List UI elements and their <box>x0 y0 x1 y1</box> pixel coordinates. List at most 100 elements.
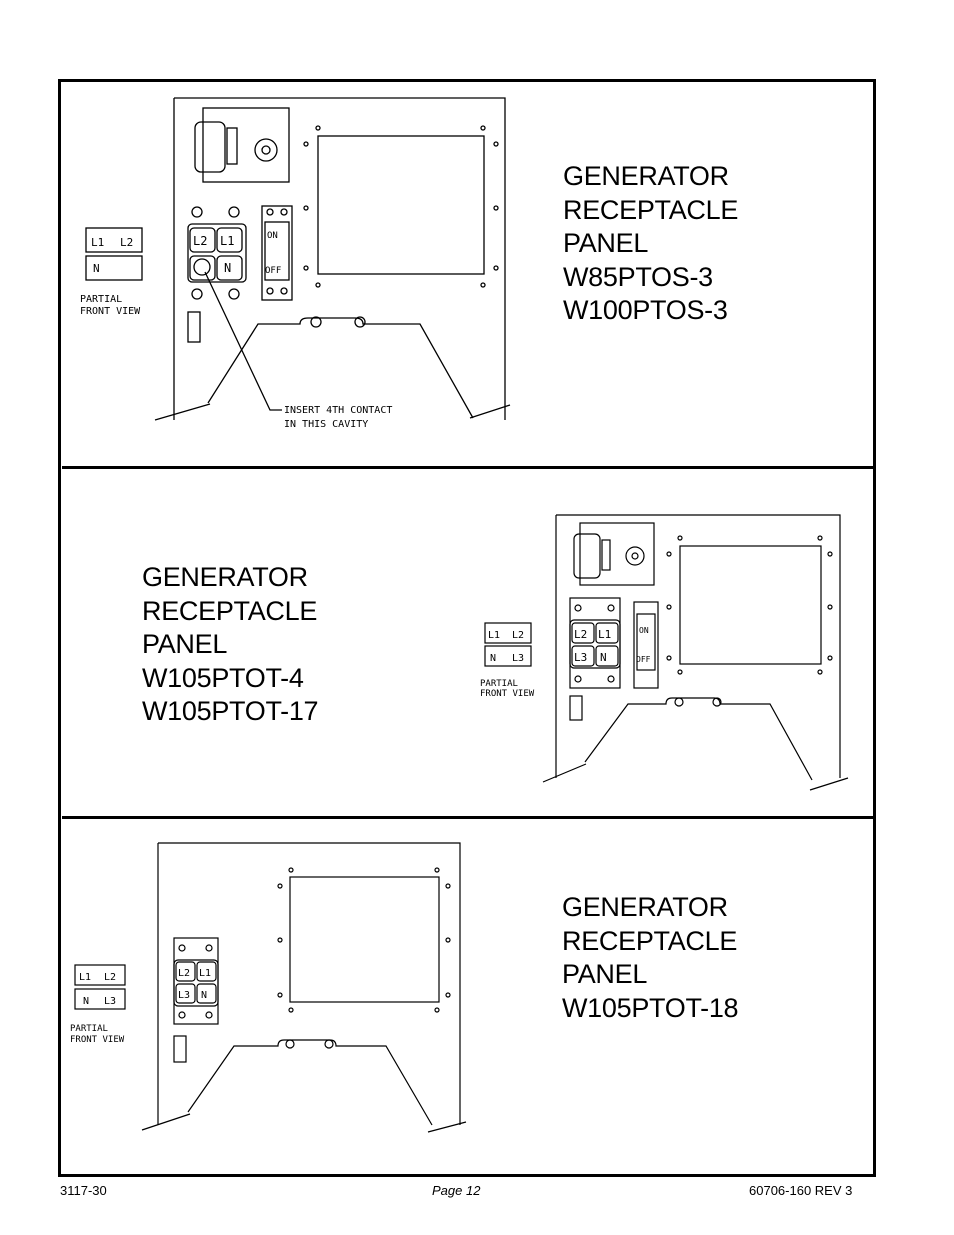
screw <box>191 288 203 300</box>
title-line: PANEL <box>562 959 648 990</box>
receptacle-cell <box>175 961 196 982</box>
screw-hole <box>666 551 672 557</box>
breaker-body <box>636 613 656 671</box>
receptacle-cell <box>196 983 217 1004</box>
receptacle-cell <box>189 227 216 253</box>
mount-hole <box>310 316 322 328</box>
panel-cutout <box>207 317 474 419</box>
screw-hole <box>493 205 499 211</box>
receptacle-cell <box>571 645 595 667</box>
partial-view-top <box>74 964 126 986</box>
screw-hole <box>677 669 683 675</box>
footer-doc-code: 3117-30 <box>60 1183 107 1198</box>
footer-page-number: Page 12 <box>432 1183 481 1198</box>
partial-view-caption: FRONT VIEW <box>80 306 141 317</box>
receptacle-label: L2 <box>193 234 207 248</box>
screw-hole <box>445 992 451 998</box>
screw-hole <box>445 883 451 889</box>
receptacle-label: N <box>224 261 231 275</box>
breaker-label: OFF <box>636 655 651 664</box>
page-frame <box>58 79 876 1177</box>
mount-hole <box>712 697 722 707</box>
partial-label: N <box>93 262 100 275</box>
partial-label: L1 <box>91 236 104 249</box>
receptacle-label: L1 <box>199 968 211 979</box>
outlet-socket <box>625 546 645 566</box>
receptacle-cell <box>189 255 216 281</box>
panel-drawing-1: L1 L2 N PARTIAL FRONT VIEW L2 L1 N ON OF… <box>80 97 511 430</box>
section-title: GENERATOR RECEPTACLE PANEL W85PTOS-3 W10… <box>563 160 738 328</box>
screw-hole <box>827 551 833 557</box>
screw-hole <box>303 141 309 147</box>
screw-hole <box>288 1007 294 1013</box>
partial-label: N <box>83 996 89 1007</box>
screw-hole <box>303 265 309 271</box>
screw-hole <box>434 867 440 873</box>
breaker-screw <box>280 287 288 295</box>
partial-label: L3 <box>512 653 524 664</box>
screw-hole <box>493 141 499 147</box>
breaker-screw <box>266 208 274 216</box>
mount-hole <box>354 316 366 328</box>
mount-hole <box>674 697 684 707</box>
outlet-body <box>573 533 601 579</box>
partial-view-bottom <box>484 645 532 667</box>
panel-cutout <box>584 697 813 781</box>
screw <box>178 1011 186 1019</box>
partial-view-bottom <box>85 255 143 281</box>
callout-leader <box>204 271 282 411</box>
receptacle-cell <box>216 255 243 281</box>
ground-lug <box>569 695 583 721</box>
title-line: W105PTOT-18 <box>562 992 739 1023</box>
screw-hole <box>666 604 672 610</box>
receptacle-cell <box>196 961 217 982</box>
screw-hole <box>817 535 823 541</box>
footer-part-number: 60706-160 REV 3 <box>749 1183 853 1198</box>
partial-view-caption: PARTIAL <box>480 679 518 689</box>
screw-hole <box>666 655 672 661</box>
outlet-socket <box>254 138 278 162</box>
breaker <box>633 601 659 689</box>
screw-hole <box>277 883 283 889</box>
receptacle-label: N <box>201 990 207 1001</box>
receptacle-cell <box>595 645 619 667</box>
title-line: W105PTOT-4 <box>142 662 304 693</box>
receptacle-cell <box>571 622 595 644</box>
display-window <box>679 545 822 665</box>
receptacle-cell <box>216 227 243 253</box>
panel-drawing-2: L1 L2 N L3 PARTIAL FRONT VIEW L2 L1 L3 N… <box>480 514 849 791</box>
screw-hole <box>493 265 499 271</box>
screw <box>607 675 615 683</box>
callout-text: IN THIS CAVITY <box>284 419 368 430</box>
screw-hole <box>288 867 294 873</box>
screw <box>607 604 615 612</box>
section-title: GENERATOR RECEPTACLE PANEL W105PTOT-4 W1… <box>142 561 319 729</box>
partial-view-caption: PARTIAL <box>80 294 122 305</box>
outlet-module <box>202 107 290 183</box>
screw <box>228 206 240 218</box>
display-window <box>317 135 485 275</box>
screw-hole <box>480 125 486 131</box>
receptacle-label: L3 <box>178 990 190 1001</box>
panel-outline <box>555 514 841 778</box>
mount-hole <box>324 1039 334 1049</box>
breaker-screw <box>266 287 274 295</box>
screw-hole <box>827 604 833 610</box>
screw-hole <box>677 535 683 541</box>
breaker-label: ON <box>267 231 278 241</box>
outlet-slot <box>226 127 238 165</box>
mount-hole <box>285 1039 295 1049</box>
outlet-module <box>579 522 655 586</box>
breaker-body <box>264 221 290 281</box>
partial-view-caption: PARTIAL <box>70 1024 108 1034</box>
screw-hole <box>445 937 451 943</box>
breaker-label: ON <box>639 626 649 635</box>
section-title: GENERATOR RECEPTACLE PANEL W105PTOT-18 <box>562 891 739 1025</box>
screw-hole <box>303 205 309 211</box>
screw-hole <box>277 992 283 998</box>
screw-hole <box>480 282 486 288</box>
receptacle-label: L2 <box>178 968 190 979</box>
screw <box>228 288 240 300</box>
screw <box>178 944 186 952</box>
receptacle-label: L1 <box>220 234 234 248</box>
